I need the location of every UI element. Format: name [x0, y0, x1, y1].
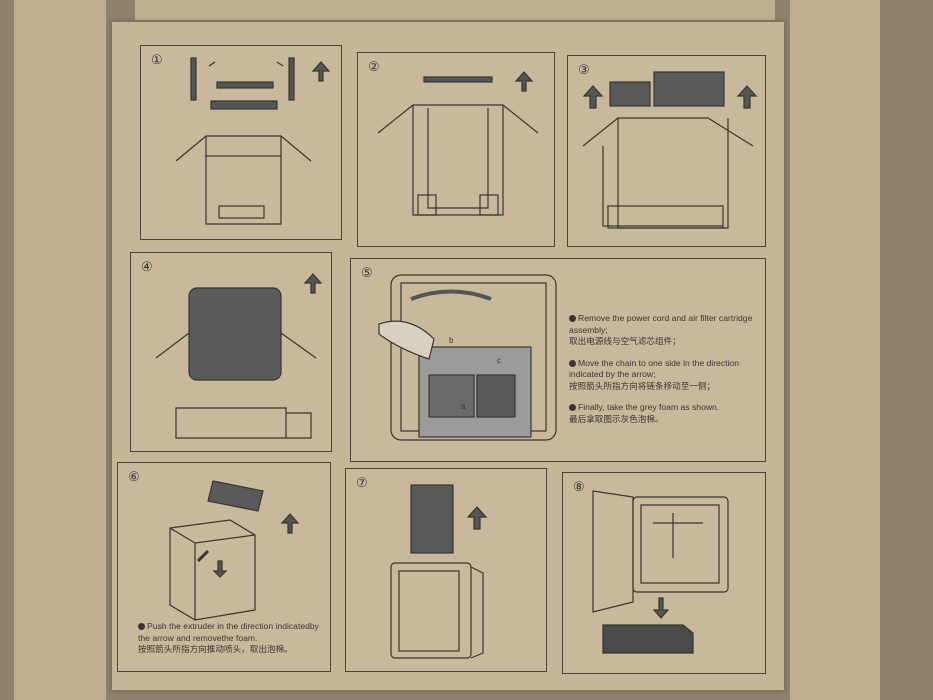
- bullet-icon: [138, 623, 145, 630]
- step-number: ②: [368, 59, 380, 74]
- callout-b: b: [449, 336, 454, 345]
- step-3-illustration: [582, 71, 758, 229]
- step-8-illustration: [592, 490, 729, 654]
- step-6-instruction: Push the extruder in the direction indic…: [138, 621, 319, 654]
- bullet-a-icon: [569, 315, 576, 322]
- step-8-panel: ⑧: [562, 472, 766, 674]
- instruction-a: Remove the power cord and air filter car…: [569, 313, 753, 346]
- step-number: ①: [151, 52, 163, 67]
- step-1-panel: ①: [140, 45, 342, 240]
- step-4-panel: ④: [130, 252, 332, 452]
- step-number: ⑤: [361, 265, 373, 280]
- step-1-illustration: [175, 57, 331, 225]
- right-box-flap: [790, 0, 880, 700]
- left-box-flap: [14, 0, 106, 700]
- instruction-c: Finally, take the grey foam as shown.最后拿…: [569, 402, 720, 424]
- top-box-flap: [135, 0, 775, 20]
- step-2-illustration: [377, 71, 539, 216]
- step-number: ③: [578, 62, 590, 77]
- step-3-panel: ③: [567, 55, 766, 247]
- step-number: ⑦: [356, 475, 368, 490]
- step-7-panel: ⑦: [345, 468, 547, 672]
- step-4-illustration: [155, 273, 323, 439]
- step-number: ⑥: [128, 469, 140, 484]
- step-5-illustration: b c a: [378, 274, 557, 441]
- step-6-panel: ⑥ Push the extruder in the direction ind…: [117, 462, 331, 672]
- step-2-panel: ②: [357, 52, 555, 247]
- callout-c: c: [497, 356, 501, 365]
- bullet-b-icon: [569, 359, 576, 367]
- instruction-sheet: ① ② ③ ④: [112, 22, 784, 690]
- callout-a: a: [461, 402, 466, 411]
- step-5-panel: ⑤ b c a Remove the power cord and air fi…: [350, 258, 766, 462]
- step-6-illustration: [169, 480, 300, 621]
- instruction-b: Move the chain to one side in the direct…: [569, 357, 739, 391]
- step-number: ⑧: [573, 479, 585, 494]
- step-number: ④: [141, 259, 153, 274]
- bullet-c-icon: [569, 404, 576, 411]
- step-7-illustration: [390, 484, 488, 659]
- step-5-instructions: Remove the power cord and air filter car…: [569, 313, 759, 435]
